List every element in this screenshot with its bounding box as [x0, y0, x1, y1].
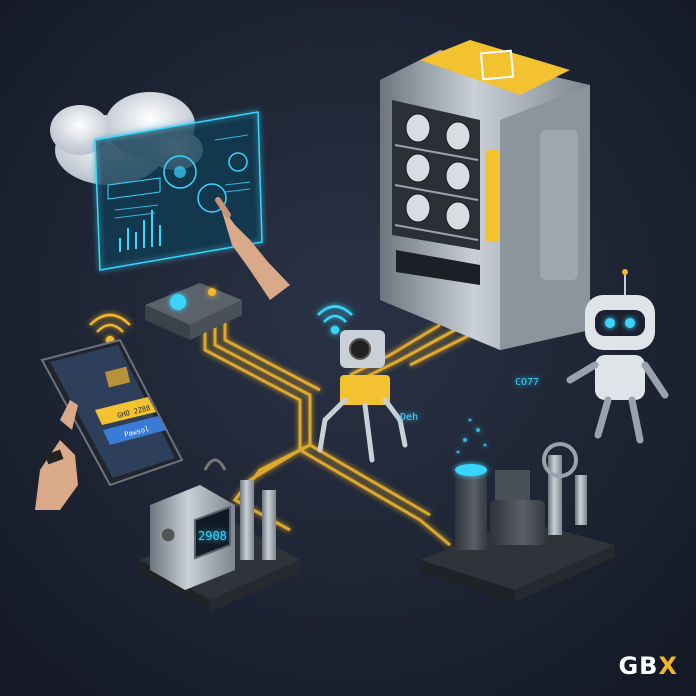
wire-hub-to-pump-2: [213, 320, 431, 517]
phone-primary-button[interactable]: [95, 397, 156, 425]
holding-hand: [35, 400, 78, 510]
hologram-dashboard[interactable]: [94, 111, 263, 271]
pointing-hand: [215, 197, 290, 300]
phone-app-icon[interactable]: [105, 366, 131, 388]
meter-display: [194, 505, 231, 560]
hub-indicator: [208, 288, 216, 296]
brand-logo: GBX: [618, 652, 678, 680]
robot-eye: [605, 318, 615, 328]
pump-motor: [490, 500, 545, 545]
vending-keypad[interactable]: [485, 150, 499, 242]
smartwatch: [45, 449, 64, 465]
meter-dial[interactable]: [160, 527, 176, 543]
hub-status-light: [170, 294, 186, 310]
humanoid-robot[interactable]: CO77: [515, 269, 669, 444]
wire-hub-to-robot: [223, 320, 321, 392]
valve-wheel-icon[interactable]: [542, 442, 578, 478]
smartphone[interactable]: GHO 2Z88 Pawsol: [40, 338, 184, 487]
logo-text-main: GB: [618, 652, 659, 680]
water-spray: [455, 464, 487, 476]
camera-robot[interactable]: Deh: [317, 330, 418, 463]
meter-pipe: [240, 480, 254, 560]
vending-side-panel: [540, 130, 578, 280]
wire-vending-to-robot: [349, 323, 441, 377]
wire-hub-to-pump: [203, 320, 451, 547]
logo-text-accent: X: [658, 652, 678, 680]
wifi-icon: [89, 313, 131, 345]
pump-column: [455, 470, 487, 550]
vending-product-shelves: [405, 113, 471, 231]
hologram-bar-chart: [119, 210, 161, 252]
lock-icon: [228, 152, 248, 172]
smart-meter-station[interactable]: 2908: [140, 458, 300, 612]
phone-secondary-button[interactable]: [103, 416, 166, 445]
pump-control-box: [495, 470, 530, 500]
wire-vending-to-robot-2: [359, 328, 456, 382]
meter-pipe: [262, 490, 276, 560]
meter-display-value: 2908: [198, 529, 227, 543]
pump-pipe: [548, 455, 562, 535]
camera-data-stream: Deh: [400, 412, 418, 423]
robot-data-stream: CO77: [515, 377, 539, 388]
vending-shelf-rails: [394, 144, 479, 241]
wire-vending-to-robot-3: [409, 333, 471, 367]
hologram-search-bar[interactable]: [107, 177, 161, 200]
camera-lens-icon: [349, 338, 371, 360]
robot-torso: [595, 355, 645, 400]
vending-dispenser-slot[interactable]: [396, 250, 480, 285]
robot-eye: [625, 318, 635, 328]
vending-machine[interactable]: [380, 40, 590, 350]
fingerprint-icon: [163, 155, 197, 189]
gear-icon: [197, 183, 227, 213]
wifi-icon: [317, 305, 353, 335]
qr-code-icon: [479, 49, 515, 81]
smart-hub[interactable]: [145, 283, 242, 340]
vending-top-panel: [420, 40, 570, 95]
camera-robot-body: [340, 375, 390, 405]
hologram-text-lines: [114, 134, 251, 219]
water-pump-station[interactable]: [420, 418, 615, 603]
